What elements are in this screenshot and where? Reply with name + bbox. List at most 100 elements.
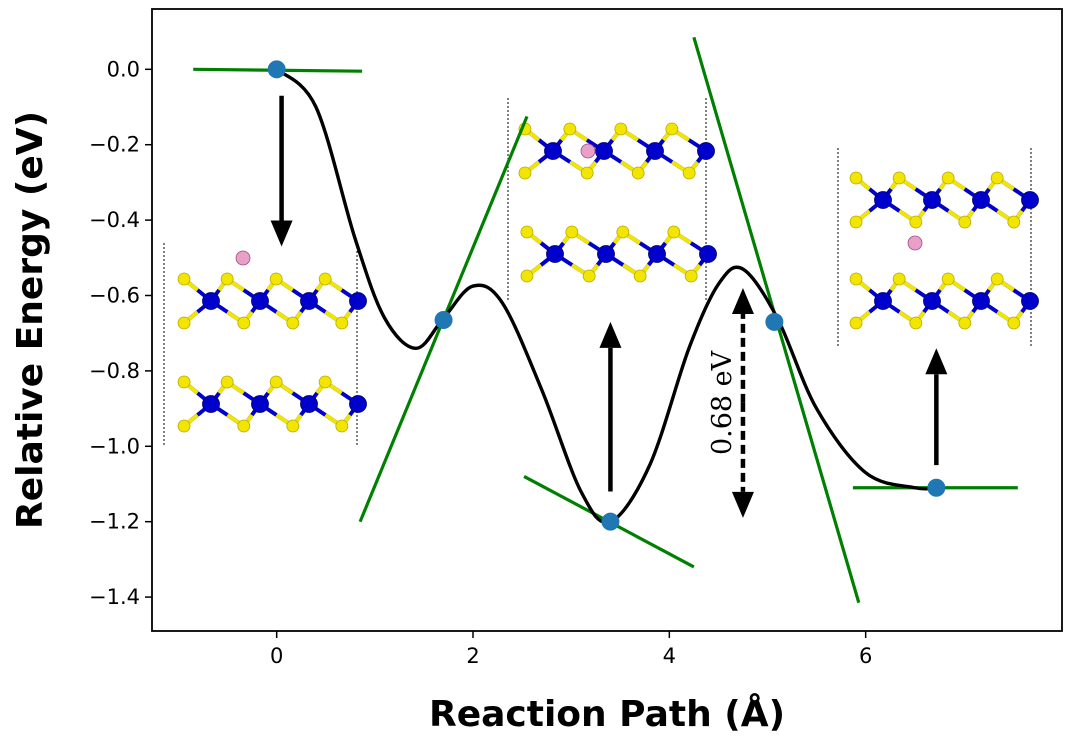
sulfur-atom [237, 316, 251, 330]
barrier-arrow-down-head [731, 491, 754, 518]
metal-atom [251, 292, 269, 310]
structure-insets [163, 98, 1039, 445]
sulfur-atom [941, 272, 955, 286]
metal-atom [697, 142, 715, 160]
y-tick-label: −0.6 [89, 283, 140, 307]
metal-atom [699, 245, 717, 263]
metal-atom [202, 395, 220, 413]
image-points [267, 60, 946, 531]
metal-atom [349, 395, 367, 413]
sulfur-atom [237, 419, 251, 433]
sulfur-atom [335, 316, 349, 330]
sulfur-atom [958, 215, 972, 229]
transition-arrows [270, 95, 948, 492]
data-point [765, 312, 784, 331]
y-tick-label: −0.4 [89, 208, 140, 232]
sulfur-atom [220, 375, 234, 389]
sulfur-atom [518, 166, 532, 180]
sulfur-atom [958, 316, 972, 330]
metal-atom [874, 191, 892, 209]
sulfur-atom [177, 272, 191, 286]
metal-atom [923, 191, 941, 209]
sulfur-atom [520, 269, 534, 283]
barrier-arrow-up-head [731, 287, 754, 314]
y-tick-label: −1.4 [89, 585, 140, 609]
sulfur-atom [286, 419, 300, 433]
data-point [601, 512, 620, 531]
sulfur-atom [335, 419, 349, 433]
sulfur-atom [1007, 316, 1021, 330]
y-tick-label: 0.0 [107, 57, 140, 81]
metal-atom [1021, 191, 1039, 209]
metal-atom [923, 292, 941, 310]
sulfur-atom [269, 272, 283, 286]
sulfur-atom [990, 171, 1004, 185]
metal-atom [544, 142, 562, 160]
y-axis-title: Relative Energy (eV) [10, 111, 51, 529]
y-tick-label: −1.0 [89, 434, 140, 458]
transition-arrow-head [599, 321, 622, 348]
metal-atom [597, 245, 615, 263]
transition-arrow-head [925, 348, 948, 375]
metal-atom [349, 292, 367, 310]
sulfur-atom [849, 215, 863, 229]
metal-atom [648, 245, 666, 263]
sulfur-atom [563, 122, 577, 136]
energy-curve [275, 67, 937, 525]
sulfur-atom [614, 122, 628, 136]
metal-atom [595, 142, 613, 160]
sulfur-atom [631, 166, 645, 180]
sulfur-atom [177, 316, 191, 330]
x-tick-label: 6 [859, 644, 872, 668]
sulfur-atom [1007, 215, 1021, 229]
sulfur-atom [633, 269, 647, 283]
sulfur-atom [909, 215, 923, 229]
metal-atom [202, 292, 220, 310]
sulfur-atom [177, 375, 191, 389]
transition-arrow-head [270, 220, 293, 247]
barrier-label: 0.68 eV [707, 350, 738, 455]
sulfur-atom [318, 272, 332, 286]
sulfur-atom [616, 225, 630, 239]
sulfur-atom [909, 316, 923, 330]
x-tick-label: 0 [270, 644, 283, 668]
metal-atom [646, 142, 664, 160]
metal-atom [972, 191, 990, 209]
sulfur-atom [667, 225, 681, 239]
metal-atom [972, 292, 990, 310]
data-point [267, 60, 286, 79]
y-tick-label: −0.8 [89, 359, 140, 383]
sulfur-atom [580, 166, 594, 180]
sulfur-atom [849, 272, 863, 286]
metal-atom [251, 395, 269, 413]
sulfur-atom [318, 375, 332, 389]
sulfur-atom [220, 272, 234, 286]
x-tick-label: 2 [466, 644, 479, 668]
ion-atom [580, 143, 596, 159]
sulfur-atom [892, 272, 906, 286]
sulfur-atom [684, 269, 698, 283]
atomic-layer [177, 272, 367, 330]
metal-atom [300, 292, 318, 310]
atomic-layer [518, 122, 715, 180]
sulfur-atom [849, 316, 863, 330]
metal-atom [300, 395, 318, 413]
x-axis-title: Reaction Path (Å) [429, 693, 785, 735]
x-tick-label: 4 [663, 644, 676, 668]
ion-atom [907, 235, 923, 251]
sulfur-atom [682, 166, 696, 180]
sulfur-atom [849, 171, 863, 185]
atomic-layer [849, 272, 1039, 330]
sulfur-atom [582, 269, 596, 283]
sulfur-atom [892, 171, 906, 185]
atomic-layer [849, 171, 1039, 229]
sulfur-atom [990, 272, 1004, 286]
atomic-layer [177, 375, 367, 433]
atomic-layer [520, 225, 717, 283]
sulfur-atom [520, 225, 534, 239]
barrier-annotation: 0.68 eV [707, 287, 754, 518]
y-tick-label: −1.2 [89, 510, 140, 534]
